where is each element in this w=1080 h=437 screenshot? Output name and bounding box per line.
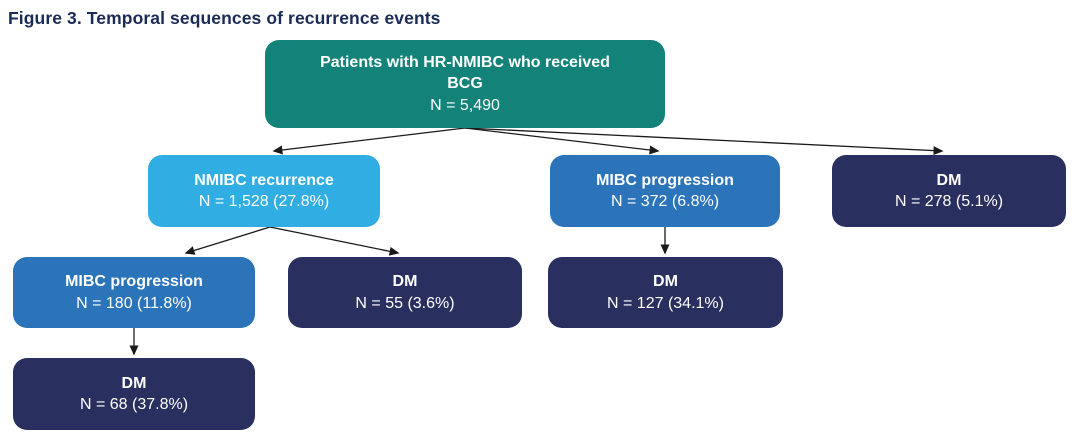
arrow-nmibc-to-mibc-progression [184, 226, 271, 255]
node-value: N = 68 (37.8%) [79, 396, 189, 413]
node-value: N = 55 (3.6%) [355, 294, 455, 312]
node-title: NMIBC recurrence [194, 171, 334, 189]
node-dm-after-recurrence-progression: DM N = 68 (37.8%) [13, 358, 255, 430]
figure-title: Figure 3. Temporal sequences of recurren… [8, 8, 441, 28]
node-dm-after-recurrence: DM N = 55 (3.6%) [288, 257, 522, 328]
node-value: N = 180 (11.8%) [76, 294, 192, 312]
node-dm-after-progression: DM N = 127 (34.1%) [548, 257, 783, 328]
arrow-root-to-dm [464, 127, 944, 156]
node-title: DM [121, 374, 147, 392]
arrow-root-to-mibc-progression [464, 127, 660, 155]
arrow-root-to-nmibc-recurrence [272, 127, 466, 155]
node-title: DM [936, 171, 962, 189]
node-value: N = 127 (34.1%) [607, 294, 724, 312]
node-nmibc-recurrence: NMIBC recurrence N = 1,528 (27.8%) [148, 155, 380, 227]
node-title: Patients with HR-NMIBC who received BCG [320, 53, 610, 93]
node-dm-top: DM N = 278 (5.1%) [832, 155, 1066, 227]
node-value: N = 278 (5.1%) [894, 193, 1004, 210]
node-title: DM [653, 273, 678, 290]
node-mibc-progression-top: MIBC progression N = 372 (6.8%) [550, 155, 780, 227]
node-value: N = 1,528 (27.8%) [198, 193, 330, 210]
node-value: N = 372 (6.8%) [610, 193, 720, 210]
node-title: MIBC progression [596, 171, 734, 189]
node-patients-root: Patients with HR-NMIBC who received BCG … [265, 40, 665, 128]
node-title: MIBC progression [65, 273, 203, 290]
node-value: N = 5,490 [430, 96, 500, 114]
arrow-nmibc-to-dm [269, 226, 400, 256]
node-title: DM [392, 273, 418, 290]
node-mibc-progression-after-recurrence: MIBC progression N = 180 (11.8%) [13, 257, 255, 328]
